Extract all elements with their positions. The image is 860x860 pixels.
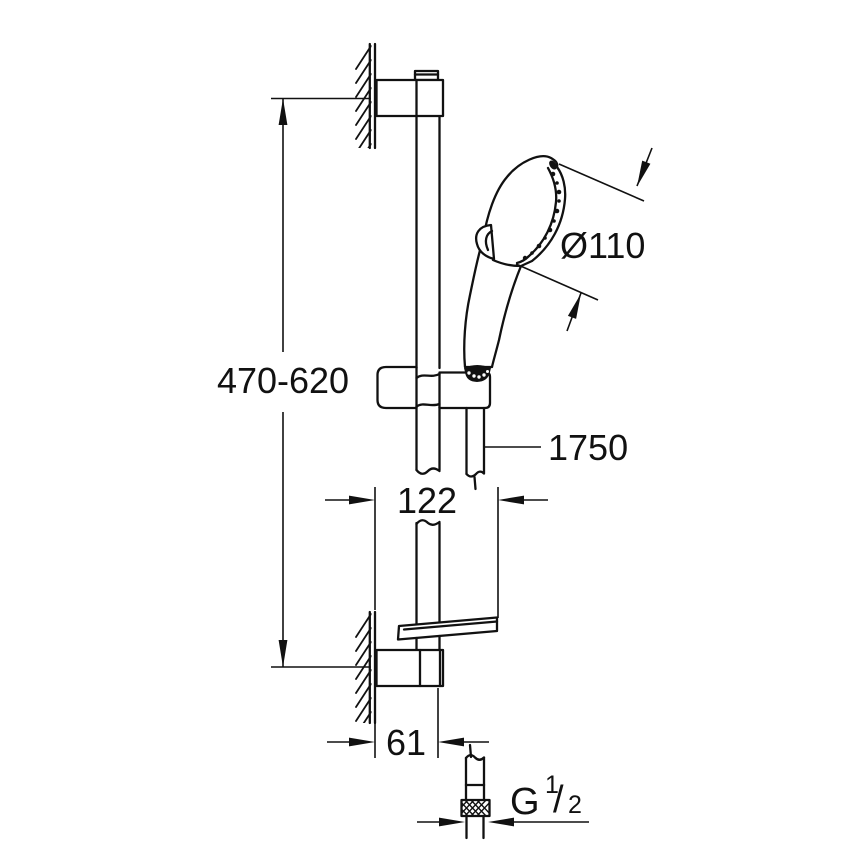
bottom-offset-label: 61 — [386, 722, 426, 763]
knurled-nut-texture — [462, 800, 489, 816]
hose-break-wave — [465, 470, 486, 478]
thread-label-base: G — [510, 781, 540, 823]
dimension-head-diameter: Ø110 — [515, 147, 653, 332]
bracket-top-body — [375, 78, 445, 118]
hose-connector — [460, 743, 491, 840]
thread-label-slash: / — [553, 779, 564, 821]
arrowhead-right — [349, 737, 375, 747]
shower-rail — [415, 114, 441, 627]
hand-shower-outline — [463, 155, 567, 369]
hose-length-label: 1750 — [548, 427, 628, 468]
handle-knurl-band — [464, 365, 491, 382]
dimension-thread: G 1 / 2 — [417, 771, 589, 827]
holder-left-knob — [376, 365, 418, 410]
arrowhead-up — [278, 98, 288, 125]
dimension-bottom-offset: 61 — [327, 688, 489, 763]
thread-label-numerator: 1 — [545, 771, 559, 799]
arrowhead-left — [498, 495, 524, 505]
holder-wave-top — [415, 372, 441, 380]
arrowhead-down — [278, 640, 288, 667]
bracket-bottom-body — [375, 648, 445, 688]
arrowhead-lower — [567, 293, 581, 319]
rail-height-label: 470-620 — [217, 360, 349, 401]
handle-knurl-dots — [467, 370, 489, 379]
spray-face-nozzles — [522, 160, 562, 261]
rail-break-lower — [415, 519, 441, 526]
arrowhead-left — [488, 817, 514, 827]
arrowhead-right — [439, 817, 465, 827]
arrowhead-left — [438, 737, 464, 747]
wall-offset-label: 122 — [397, 480, 457, 521]
dimension-hose-length: 1750 — [485, 427, 628, 468]
rail-break-upper — [415, 467, 441, 475]
spray-face-inner-edge — [515, 166, 558, 265]
wall-section-bottom — [355, 610, 377, 725]
dimension-wall-offset: 122 — [325, 480, 548, 618]
connector-break-wave — [464, 753, 486, 761]
shower-hose-upper — [465, 406, 486, 491]
arrowhead-upper — [637, 160, 651, 187]
thread-label-denominator: 2 — [568, 791, 582, 819]
dimension-rail-height: 470-620 — [217, 97, 371, 668]
head-diameter-label: Ø110 — [560, 225, 645, 266]
wall-mount-bracket-bottom — [375, 616, 499, 688]
arrowhead-right — [349, 495, 375, 505]
wall-hatching-top — [355, 45, 372, 148]
holder-wave-bottom — [415, 402, 441, 408]
wall-section-top — [355, 42, 377, 150]
head-handle-separator — [491, 258, 522, 268]
hand-shower — [463, 155, 567, 382]
wall-mount-bracket-top — [375, 69, 445, 118]
handle-clip-inner — [484, 229, 494, 252]
